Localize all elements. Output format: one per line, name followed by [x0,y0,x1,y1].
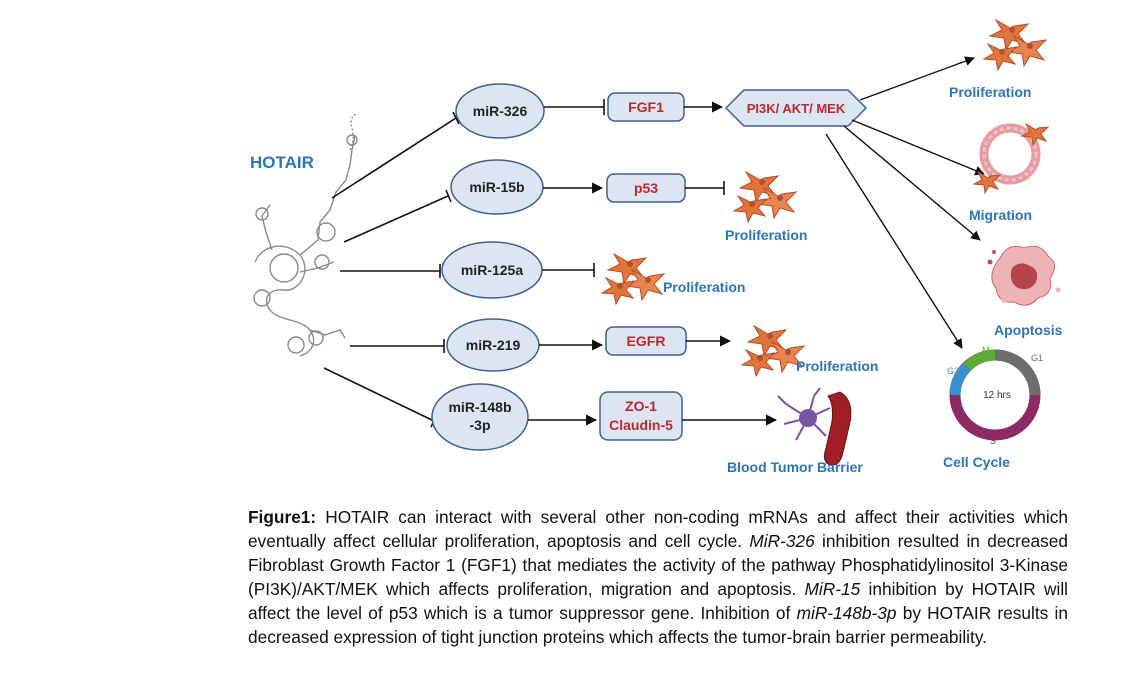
claudin5-label: Claudin-5 [609,417,673,433]
proliferation-top-label: Proliferation [949,84,1031,100]
caption-text-4: by HOTAIR results in decreased expressio… [248,603,1069,647]
zo1-claudin5-box [599,391,683,441]
hotair-pathway-diagram: HOTAIR miR-326 miR-15b m [250,19,1063,475]
apoptosis-icon [987,245,1061,306]
proliferation-p53-label: Proliferation [725,227,807,243]
target-nodes: FGF1 PI3K/ AKT/ MEK p53 EGFR ZO-1 Claudi… [599,89,868,441]
target-effect-connectors [682,101,778,426]
apoptosis-label: Apoptosis [994,322,1063,338]
caption-mir15: MiR-15 [804,579,861,599]
caption-text-3: inhibition by HOTAIR will affect the lev… [248,579,1069,623]
mir-125a-label: miR-125a [461,262,523,278]
cell-cycle-g1-label: G1 [1031,353,1043,363]
figure-caption: Figure1: HOTAIR can interact with severa… [248,505,1068,649]
proliferation-125a-label: Proliferation [663,279,745,295]
cell-cycle-label: Cell Cycle [943,454,1010,470]
hotair-label: HOTAIR [250,153,314,172]
proliferation-p53-cells-icon [733,171,797,223]
p53-label: p53 [634,180,658,196]
cell-cycle-g2-arc [949,363,972,396]
hotair-rna-structure-icon [253,113,358,357]
pi3k-akt-mek-label: PI3K/ AKT/ MEK [747,101,846,116]
cell-cycle-g1-arc [994,349,1041,396]
cell-cycle-s-label: S [990,436,996,446]
zo1-label: ZO-1 [625,398,657,414]
mir-219-label: miR-219 [466,337,521,353]
cell-cycle-m-label: M [982,345,990,355]
migration-label: Migration [969,207,1032,223]
mir-148b-3p-node [431,383,529,451]
mir-148b-label: miR-148b [448,399,511,415]
migration-icon [972,122,1050,195]
cell-cycle-center-label: 12 hrs [983,390,1011,401]
caption-text-2: inhibition resulted in decreased Fibrobl… [248,531,1068,599]
mir-326-node [455,83,545,139]
cell-cycle-g2-label: G2 [947,366,959,376]
mirna-target-connectors [528,99,605,426]
mirna-nodes: miR-326 miR-15b miR-125a miR-219 miR-148… [431,83,545,451]
caption-text-1: HOTAIR can interact with several other n… [248,507,1068,551]
mir-15b-node [450,159,544,215]
caption-mir148b: miR-148b-3p [796,603,897,623]
pathway-fanout-arrows [825,56,985,349]
hotair-inhibition-lines [323,111,460,428]
mir-326-label: miR-326 [473,103,528,119]
fgf1-label: FGF1 [628,99,664,115]
cell-cycle-m-arc [963,349,996,372]
mir-15b-label: miR-15b [469,179,524,195]
blood-tumor-barrier-label: Blood Tumor Barrier [727,459,863,475]
proliferation-egfr-cells-icon [741,325,805,377]
caption-heading: Figure1: [248,507,317,527]
proliferation-top-cells-icon [983,19,1047,71]
caption-mir326: MiR-326 [749,531,815,551]
pi3k-akt-mek-hexagon [724,89,868,127]
proliferation-egfr-label: Proliferation [796,358,878,374]
cell-cycle-chart: 12 hrs M G1 S G2 [947,345,1043,446]
proliferation-125a-cells-icon [601,253,665,305]
egfr-label: EGFR [627,333,666,349]
mir-148b-suffix-label: -3p [470,417,491,433]
neuron-vessel-icon [777,387,852,466]
